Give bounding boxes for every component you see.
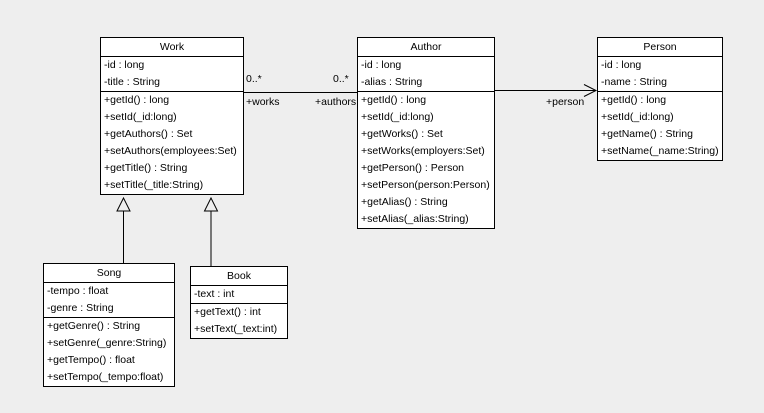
member-row: +getName() : String xyxy=(601,128,693,140)
member-row: -id : long xyxy=(361,59,402,71)
methods-compartment: +getId() : long +setId(_id:long) +getWorks… xyxy=(358,91,494,228)
methods-compartment: +getId() : long +setId(_id:long) +getName(… xyxy=(598,91,722,160)
member-row: -genre : String xyxy=(47,302,114,314)
open-arrowhead-icon xyxy=(583,84,598,97)
member-row: +setAuthors(employees:Set) xyxy=(104,145,237,157)
member-row: +setAlias(_alias:String) xyxy=(361,213,469,225)
member-row: +getWorks() : Set xyxy=(361,128,443,140)
member-row: +setId(_id:long) xyxy=(104,111,177,123)
member-row: +getAuthors() : Set xyxy=(104,128,193,140)
member-row: +getPerson() : Person xyxy=(361,162,465,174)
class-name: Song xyxy=(96,267,122,279)
role-label-works: +works xyxy=(246,96,280,108)
class-box-work[interactable]: Work -id : long -title : String +getId() … xyxy=(100,37,244,195)
hollow-triangle-icon xyxy=(203,196,219,212)
member-row: -id : long xyxy=(104,59,145,71)
member-row: +getId() : long xyxy=(104,94,170,106)
methods-compartment: +getId() : long +setId(_id:long) +getAutho… xyxy=(101,91,243,194)
role-label-authors: +authors xyxy=(315,96,357,108)
member-row: +setGenre(_genre:String) xyxy=(47,337,167,349)
attributes-compartment: -tempo : float -genre : String xyxy=(44,282,174,317)
member-row: +getText() : int xyxy=(194,306,261,318)
member-row: +setTempo(_tempo:float) xyxy=(47,371,164,383)
class-name: Book xyxy=(227,270,251,282)
member-row: +setText(_text:int) xyxy=(194,323,278,335)
class-box-person[interactable]: Person -id : long -name : String +getId()… xyxy=(597,37,723,161)
member-row: +setId(_id:long) xyxy=(601,111,674,123)
member-row: +getTitle() : String xyxy=(104,162,188,174)
attributes-compartment: -id : long -alias : String xyxy=(358,56,494,91)
class-name: Work xyxy=(159,41,185,53)
generalization-song-work[interactable] xyxy=(116,196,131,263)
multiplicity-label-work-end: 0..* xyxy=(246,73,262,85)
class-box-author[interactable]: Author -id : long -alias : String +getId(… xyxy=(357,37,495,229)
generalization-book-work[interactable] xyxy=(203,196,219,266)
member-row: -title : String xyxy=(104,76,161,88)
member-row: +getAlias() : String xyxy=(361,196,448,208)
class-box-song[interactable]: Song -tempo : float -genre : String +getG… xyxy=(43,263,175,387)
member-row: -tempo : float xyxy=(47,285,109,297)
member-row: +setId(_id:long) xyxy=(361,111,434,123)
member-row: +setPerson(person:Person) xyxy=(361,179,490,191)
member-row: +setName(_name:String) xyxy=(601,145,719,157)
association-author-person[interactable] xyxy=(495,84,598,97)
class-name: Person xyxy=(643,41,677,53)
member-row: +getGenre() : String xyxy=(47,320,141,332)
member-row: +getId() : long xyxy=(361,94,427,106)
member-row: -text : int xyxy=(194,288,235,300)
class-name: Author xyxy=(410,41,442,53)
methods-compartment: +getText() : int +setText(_text:int) xyxy=(191,303,287,338)
member-row: +setWorks(employers:Set) xyxy=(361,145,485,157)
role-label-person: +person xyxy=(546,96,585,108)
class-box-book[interactable]: Book -text : int +getText() : int +setTex… xyxy=(190,266,288,339)
attributes-compartment: -id : long -name : String xyxy=(598,56,722,91)
attributes-compartment: -id : long -title : String xyxy=(101,56,243,91)
member-row: +setTitle(_title:String) xyxy=(104,179,204,191)
member-row: +getTempo() : float xyxy=(47,354,135,366)
member-row: -alias : String xyxy=(361,76,423,88)
hollow-triangle-icon xyxy=(116,196,131,212)
attributes-compartment: -text : int xyxy=(191,285,287,303)
member-row: +getId() : long xyxy=(601,94,667,106)
methods-compartment: +getGenre() : String +setGenre(_genre:Str… xyxy=(44,317,174,386)
member-row: -id : long xyxy=(601,59,642,71)
multiplicity-label-author-end: 0..* xyxy=(333,73,349,85)
member-row: -name : String xyxy=(601,76,667,88)
